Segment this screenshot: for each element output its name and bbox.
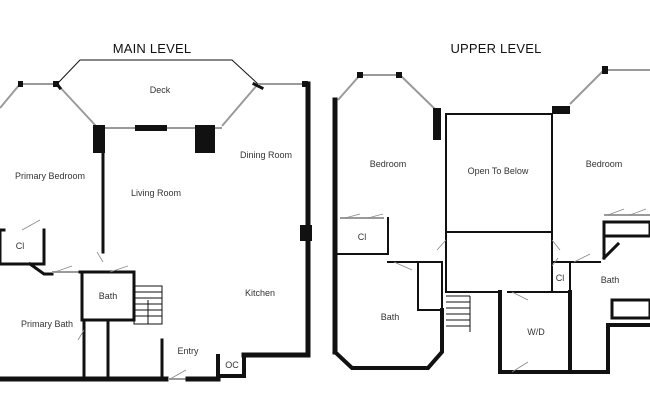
kitchen-label: Kitchen <box>245 288 275 298</box>
primary-bedroom-label: Primary Bedroom <box>15 171 85 181</box>
bath-right-label: Bath <box>601 275 620 285</box>
entry-label: Entry <box>177 346 199 356</box>
closet-label: Cl <box>16 241 25 251</box>
upper-level-title: UPPER LEVEL <box>450 41 541 56</box>
main-level-plan: MAIN LEVEL <box>0 41 312 382</box>
dining-room-label: Dining Room <box>240 150 292 160</box>
closet-left-label: Cl <box>358 232 367 242</box>
closet-center-label: Cl <box>556 273 565 283</box>
bedroom-left-label: Bedroom <box>370 159 407 169</box>
wd-label: W/D <box>527 327 545 337</box>
living-room-label: Living Room <box>131 188 181 198</box>
main-stairs <box>133 285 163 325</box>
upper-level-plan: UPPER LEVEL <box>332 41 650 374</box>
main-level-title: MAIN LEVEL <box>113 41 192 56</box>
open-to-below-label: Open To Below <box>468 166 529 176</box>
bath-label: Bath <box>99 291 118 301</box>
deck-label: Deck <box>150 85 171 95</box>
primary-bath-label: Primary Bath <box>21 319 73 329</box>
bath-left-label: Bath <box>381 312 400 322</box>
bedroom-right-label: Bedroom <box>586 159 623 169</box>
deck-outline <box>56 59 259 85</box>
oc-label: OC <box>225 360 239 370</box>
upper-stairs <box>446 295 471 332</box>
